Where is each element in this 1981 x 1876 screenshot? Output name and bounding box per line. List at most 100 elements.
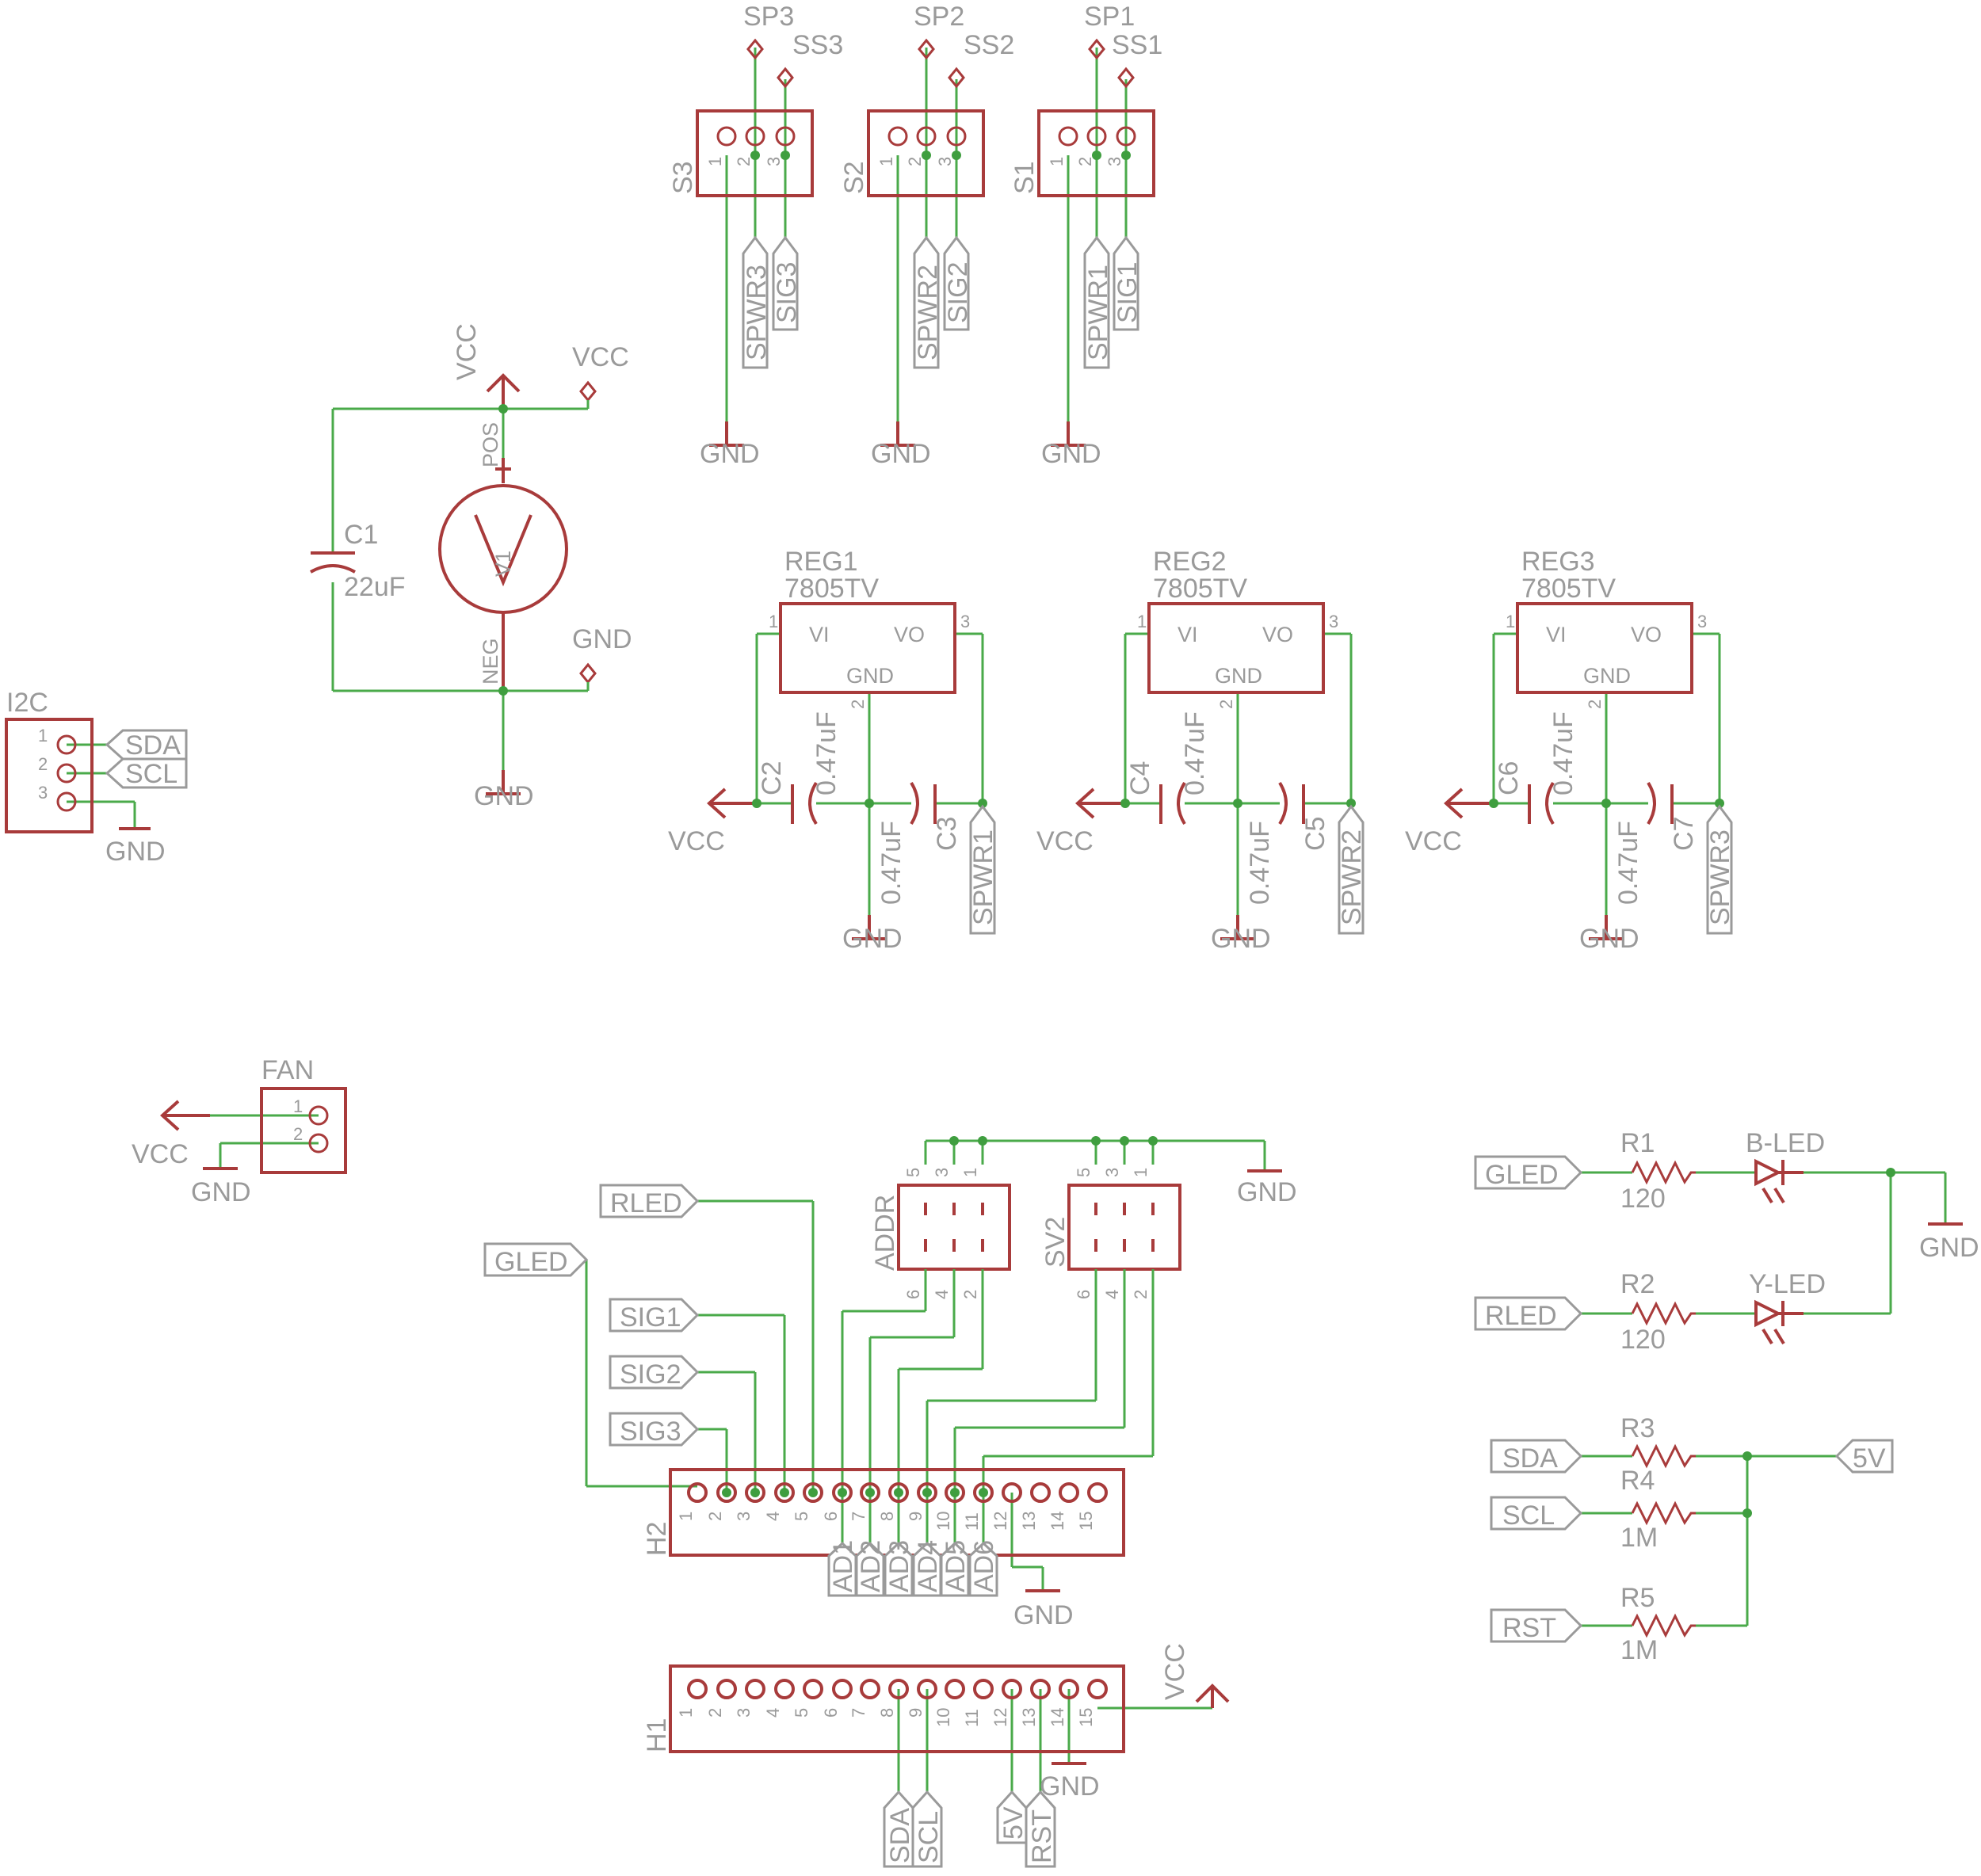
- svg-text:2: 2: [705, 1512, 725, 1521]
- svg-text:8: 8: [877, 1708, 897, 1718]
- led-circuit: GND GLED R1 120 B-LED RLED R2 120 Y-LE: [1474, 1128, 1979, 1355]
- svg-text:2: 2: [1216, 700, 1236, 709]
- svg-text:15: 15: [1076, 1708, 1096, 1727]
- c7-value: 0.47uF: [1613, 821, 1643, 905]
- led-gnd: GND: [1919, 1233, 1979, 1263]
- svg-text:1: 1: [676, 1708, 696, 1718]
- c1-value: 22uF: [344, 572, 406, 602]
- c6-name: C6: [1494, 761, 1524, 795]
- dip-headers: GND ADDR 5 3 1 6 4 2 SV2 5 3 1: [870, 1136, 1297, 1299]
- i2c-gnd: GND: [105, 837, 166, 867]
- power-input: VCC VCC GND GND POS NEG V1 C1 22uF: [310, 323, 632, 811]
- svg-text:2: 2: [848, 700, 868, 709]
- h1-name: H1: [642, 1718, 672, 1752]
- c3-value: 0.47uF: [876, 821, 907, 905]
- s2-pin1: 1: [876, 157, 896, 166]
- ss2-label: SS2: [964, 30, 1014, 60]
- svg-text:15: 15: [1076, 1512, 1096, 1531]
- svg-text:AD6: AD6: [969, 1540, 999, 1592]
- s1-pin2: 2: [1075, 157, 1095, 166]
- i2c-sda: SDA: [125, 730, 181, 761]
- s2-pin2: 2: [905, 157, 925, 166]
- h1-scl: SCL: [914, 1811, 944, 1863]
- i2c-name: I2C: [6, 688, 48, 718]
- r3-name: R3: [1620, 1413, 1655, 1443]
- spwr1-tag: SPWR1: [1083, 265, 1113, 360]
- s1-gnd: GND: [1041, 439, 1101, 469]
- reg3-value: 7805TV: [1521, 574, 1616, 604]
- reg3-vcc: VCC: [1405, 826, 1462, 856]
- fan-pin1: 1: [293, 1096, 303, 1116]
- svg-text:3: 3: [1329, 612, 1338, 631]
- svg-text:2: 2: [1585, 700, 1605, 709]
- h1-rst: RST: [1027, 1809, 1057, 1863]
- r1-value: 120: [1620, 1184, 1666, 1214]
- svg-text:13: 13: [1019, 1708, 1039, 1727]
- h2-gnd: GND: [1013, 1600, 1074, 1630]
- led2-input: RLED: [1485, 1301, 1557, 1331]
- reg1-vo: VO: [894, 623, 925, 646]
- dip-gnd: GND: [1237, 1177, 1297, 1207]
- svg-text:13: 13: [1019, 1512, 1039, 1531]
- c5-name: C5: [1300, 817, 1330, 851]
- spwr1-out: SPWR1: [968, 829, 998, 925]
- vcc-port-label: VCC: [572, 342, 629, 372]
- header-h2: H2 1 2 3 4 5 6 7 8 9 10 11 12 13 14 15 R…: [483, 1184, 1155, 1630]
- reg2-gnd: GND: [1211, 924, 1271, 954]
- reg1-vi: VI: [809, 623, 830, 646]
- fan-gnd: GND: [191, 1177, 251, 1207]
- sig1-tag: SIG1: [1113, 262, 1143, 323]
- pullup-rail: 5V: [1853, 1443, 1886, 1474]
- reg2-name: REG2: [1153, 547, 1227, 577]
- h2-sig1: SIG1: [620, 1302, 681, 1333]
- power-gnd-label: GND: [474, 781, 534, 811]
- svg-text:12: 12: [990, 1512, 1010, 1531]
- reg2-vcc: VCC: [1036, 826, 1094, 856]
- sp3-label: SP3: [743, 2, 794, 32]
- svg-text:4: 4: [763, 1512, 783, 1521]
- i2c-pin1: 1: [38, 726, 48, 745]
- r4-name-overlap: R4: [1620, 1466, 1655, 1496]
- c2-value: 0.47uF: [811, 711, 842, 795]
- reg3-name: REG3: [1521, 547, 1595, 577]
- svg-text:2: 2: [960, 1290, 980, 1299]
- svg-text:3: 3: [960, 612, 970, 631]
- sv2-name: SV2: [1040, 1217, 1071, 1268]
- c7-name: C7: [1669, 817, 1699, 851]
- r5-name: R5: [1620, 1583, 1655, 1613]
- servo-header-s3: SP3 SS3 1 2 3 S3 SPWR3 SIG3 GND: [668, 2, 843, 469]
- svg-text:5: 5: [792, 1708, 811, 1718]
- spwr2-out: SPWR2: [1337, 829, 1367, 925]
- c1-name: C1: [344, 520, 378, 550]
- r4-value: 1M: [1620, 1523, 1658, 1553]
- reg1-name: REG1: [784, 547, 858, 577]
- spwr3-tag: SPWR3: [742, 265, 772, 360]
- svg-text:12: 12: [990, 1708, 1010, 1727]
- h2-rled: RLED: [610, 1188, 682, 1218]
- s3-pin2: 2: [734, 157, 754, 166]
- h1-5v: 5V: [998, 1806, 1029, 1840]
- svg-text:7: 7: [849, 1708, 868, 1718]
- svg-text:6: 6: [903, 1290, 923, 1299]
- s3-pin1: 1: [705, 157, 725, 166]
- svg-text:7: 7: [849, 1512, 868, 1521]
- svg-text:8: 8: [877, 1512, 897, 1521]
- svg-text:1: 1: [1137, 612, 1147, 631]
- svg-text:AD4: AD4: [913, 1540, 943, 1592]
- sp2-label: SP2: [914, 2, 964, 32]
- sig2-tag: SIG2: [943, 262, 973, 323]
- s3-label: S3: [668, 161, 698, 194]
- ss3-label: SS3: [792, 30, 843, 60]
- reg1-value: 7805TV: [784, 574, 879, 604]
- svg-text:AD1: AD1: [828, 1540, 858, 1592]
- reg3-vi: VI: [1546, 623, 1567, 646]
- svg-text:5: 5: [903, 1168, 923, 1177]
- regulator-reg1: REG1 7805TV VI VO GND 1 3 2 C2 0.47uF 0.…: [668, 547, 998, 954]
- svg-text:2: 2: [705, 1708, 725, 1718]
- c6-value: 0.47uF: [1548, 711, 1578, 795]
- h2-name: H2: [642, 1522, 672, 1556]
- r2-name: R2: [1620, 1269, 1655, 1299]
- h2-sig3: SIG3: [620, 1417, 681, 1447]
- svg-text:10: 10: [933, 1708, 953, 1727]
- reg3-gnd: GND: [1579, 924, 1639, 954]
